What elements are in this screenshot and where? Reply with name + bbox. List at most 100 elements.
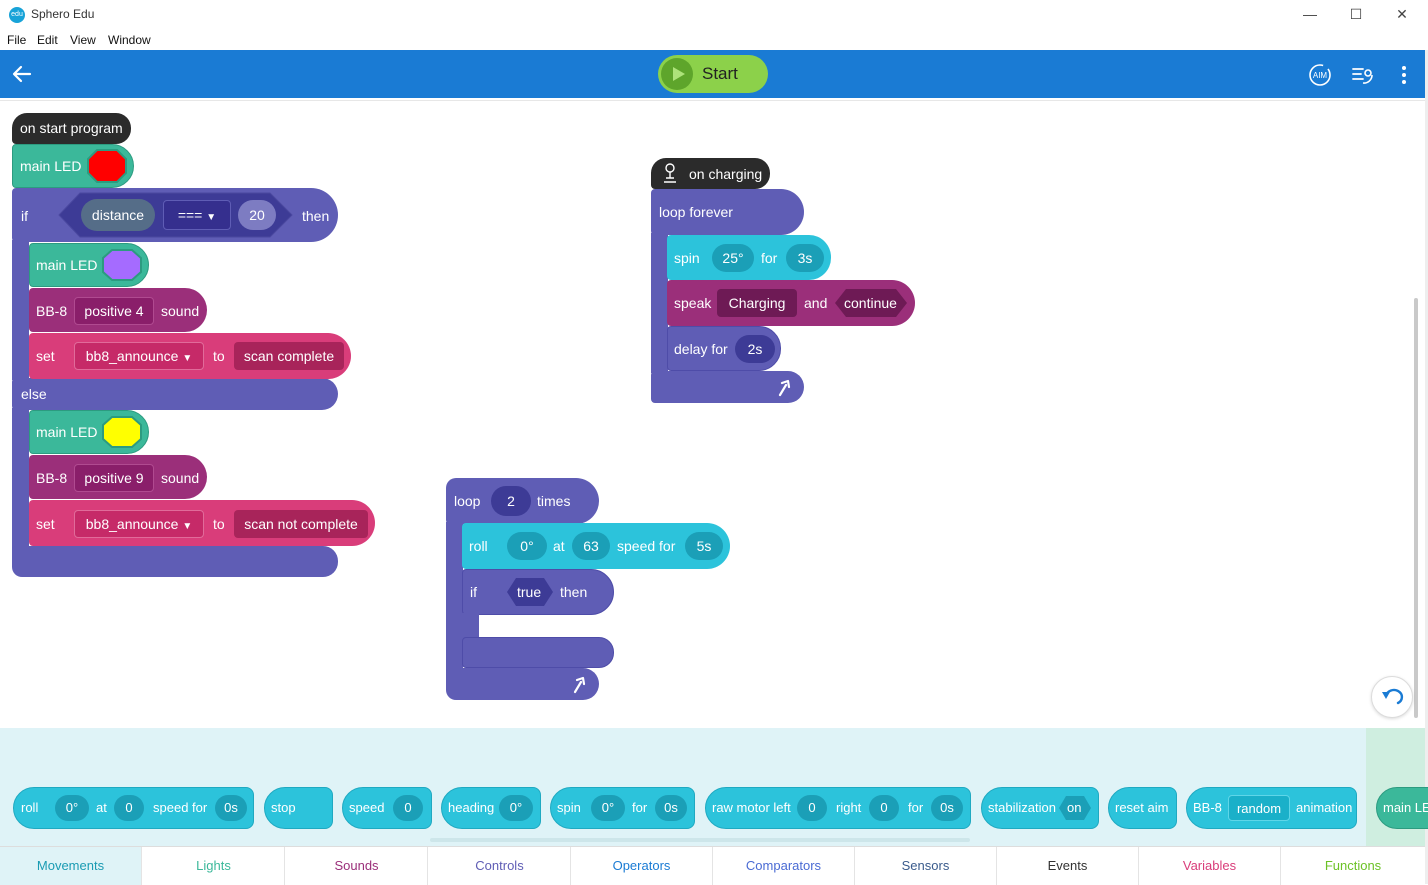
loop-forever-header[interactable] — [651, 189, 804, 235]
palette-raw-left[interactable]: 0 — [797, 795, 827, 821]
palette-raw-time[interactable]: 0s — [931, 795, 963, 821]
variable-dropdown-1[interactable]: bb8_announce ▼ — [74, 342, 204, 370]
palette-heading-value[interactable]: 0° — [499, 795, 533, 821]
palette-spin-value[interactable]: 0° — [591, 795, 625, 821]
window-right-edge — [1425, 50, 1428, 884]
speak-text-box[interactable]: Charging — [717, 289, 797, 317]
condition-hexagon[interactable] — [506, 577, 554, 607]
palette-stabilization-hexagon[interactable] — [1058, 795, 1092, 821]
app-toolbar: Start AIM — [0, 50, 1425, 98]
value-box-2[interactable]: scan not complete — [234, 510, 368, 538]
tab-lights[interactable]: Lights — [143, 847, 285, 885]
tab-functions[interactable]: Functions — [1282, 847, 1424, 885]
palette-spin-time[interactable]: 0s — [655, 795, 687, 821]
on-start-program-hat[interactable] — [12, 113, 131, 144]
palette-horizontal-scrollbar[interactable] — [430, 838, 970, 842]
maximize-button[interactable]: ☐ — [1349, 6, 1363, 22]
aim-icon[interactable]: AIM — [1307, 62, 1333, 88]
palette-raw-right[interactable]: 0 — [869, 795, 899, 821]
if-block-spine — [12, 240, 29, 380]
loop-forever-spine — [651, 233, 668, 373]
operator-dropdown[interactable]: === ▼ — [163, 200, 231, 230]
roll-time-pill[interactable]: 5s — [685, 532, 723, 560]
tab-operators[interactable]: Operators — [571, 847, 713, 885]
palette-roll-speed[interactable]: 0 — [114, 795, 144, 821]
condition-label: true — [517, 584, 542, 600]
on-charging-label: on charging — [689, 166, 763, 182]
back-arrow-icon[interactable] — [10, 62, 34, 86]
sound-label-1: sound — [161, 303, 200, 319]
canvas-vertical-scrollbar[interactable] — [1414, 298, 1418, 718]
tab-events[interactable]: Events — [997, 847, 1139, 885]
more-options-icon[interactable] — [1391, 62, 1417, 88]
palette-stabilization-value: on — [1067, 800, 1082, 815]
minimize-button[interactable]: — — [1303, 6, 1317, 22]
palette-speed-value[interactable]: 0 — [393, 795, 423, 821]
chevron-down-icon: ▼ — [206, 212, 217, 223]
start-button[interactable]: Start — [658, 55, 768, 93]
sound-selector-1[interactable]: positive 4 — [74, 297, 154, 325]
palette-main-led-block[interactable] — [1376, 787, 1428, 829]
menu-edit[interactable]: Edit — [37, 33, 58, 47]
value-box-1[interactable]: scan complete — [234, 342, 344, 370]
roll-heading-pill[interactable]: 0° — [507, 532, 547, 560]
menu-bar: File Edit View Window — [0, 30, 1428, 50]
loop-arrow-icon — [573, 676, 586, 694]
palette-speed-label: speed — [349, 800, 385, 815]
main-led-label-3: main LED — [36, 424, 98, 440]
main-led-label: main LED — [20, 158, 82, 174]
roll-speed-pill[interactable]: 63 — [572, 532, 610, 560]
tab-controls[interactable]: Controls — [429, 847, 571, 885]
led-color-swatch-purple[interactable] — [101, 248, 143, 282]
loop-count-pill[interactable]: 2 — [491, 486, 531, 516]
distance-sensor-pill[interactable]: distance — [81, 199, 155, 231]
aim-icon-text: AIM — [1313, 71, 1328, 80]
menu-file[interactable]: File — [7, 33, 27, 47]
sensor-settings-icon[interactable] — [1349, 62, 1375, 88]
tab-events-label: Events — [1047, 858, 1088, 873]
tab-sounds[interactable]: Sounds — [286, 847, 428, 885]
else-label: else — [21, 386, 47, 402]
palette-raw-motor-block[interactable] — [705, 787, 971, 829]
menu-window[interactable]: Window — [108, 33, 151, 47]
speak-mode-hexagon[interactable] — [834, 288, 908, 318]
palette-roll-heading[interactable]: 0° — [55, 795, 89, 821]
on-charging-hat[interactable] — [651, 158, 770, 189]
spin-for-label: for — [761, 250, 778, 266]
main-led-label-2: main LED — [36, 257, 98, 273]
palette-bb8-anim-select[interactable]: random — [1228, 795, 1290, 821]
palette-stabilization-label: stabilization — [988, 800, 1056, 815]
undo-button[interactable] — [1371, 676, 1413, 718]
else-block-row[interactable] — [12, 378, 338, 410]
tab-variables-label: Variables — [1182, 858, 1237, 873]
led-color-swatch-yellow[interactable] — [101, 415, 143, 449]
close-button[interactable]: ✕ — [1396, 6, 1408, 22]
loop-forever-label: loop forever — [659, 204, 733, 220]
bb8-label-1: BB-8 — [36, 303, 68, 319]
tab-comparators[interactable]: Comparators — [713, 847, 855, 885]
tab-functions-label: Functions — [1324, 858, 1382, 873]
if-label: if — [21, 208, 28, 224]
tab-variables[interactable]: Variables — [1139, 847, 1281, 885]
variable-name-2: bb8_announce — [85, 516, 179, 532]
palette-stop-block[interactable] — [264, 787, 333, 829]
led-color-swatch-red[interactable] — [86, 148, 128, 184]
undo-icon — [1382, 688, 1404, 705]
delay-time-pill[interactable]: 2s — [735, 335, 775, 363]
menu-view[interactable]: View — [70, 33, 96, 47]
tab-sensors[interactable]: Sensors — [855, 847, 997, 885]
compare-value-pill[interactable]: 20 — [238, 200, 276, 230]
speak-mode-label: continue — [844, 295, 897, 311]
set-label-2: set — [36, 516, 55, 532]
variable-dropdown-2[interactable]: bb8_announce ▼ — [74, 510, 204, 538]
to-label-1: to — [213, 348, 225, 364]
tab-controls-label: Controls — [475, 858, 524, 873]
sound-selector-2[interactable]: positive 9 — [74, 464, 154, 492]
tab-sensors-label: Sensors — [901, 858, 950, 873]
palette-main-led-label: main LE — [1383, 800, 1428, 815]
spin-angle-pill[interactable]: 25° — [712, 244, 754, 272]
palette-reset-aim-block[interactable] — [1108, 787, 1177, 829]
spin-time-pill[interactable]: 3s — [786, 244, 824, 272]
palette-roll-time[interactable]: 0s — [215, 795, 247, 821]
tab-movements[interactable]: Movements — [0, 847, 142, 885]
